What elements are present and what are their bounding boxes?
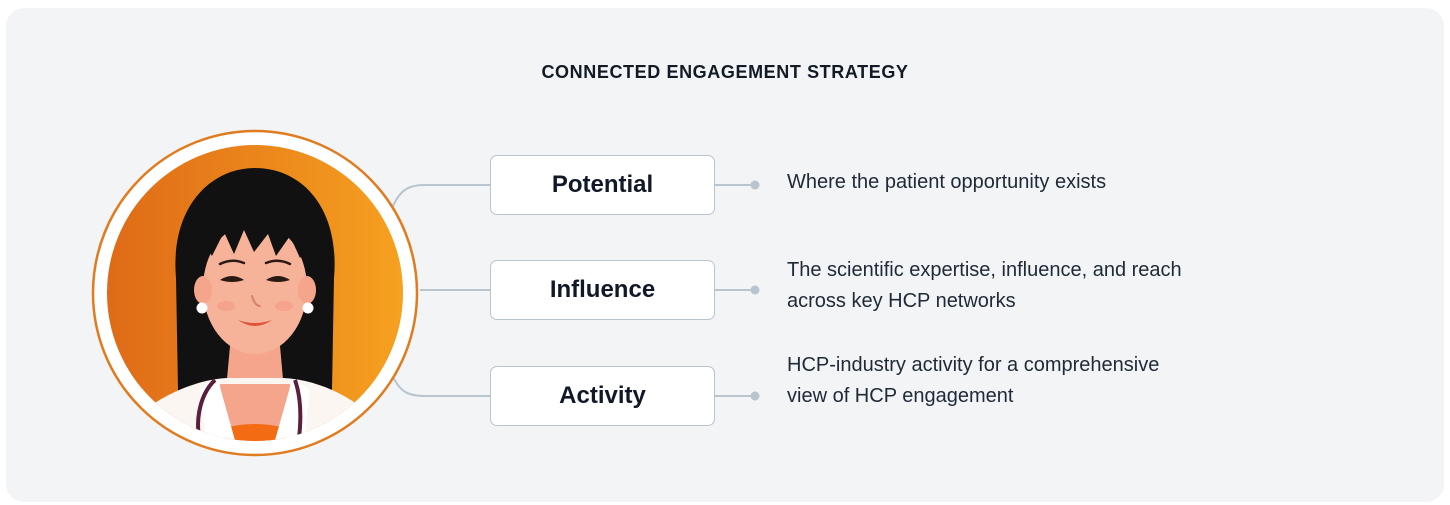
description-line: HCP-industry activity for a comprehensiv… (787, 354, 1160, 376)
connector-potential-in (391, 184, 490, 209)
pill-influence: Influence (490, 260, 715, 320)
description-line: view of HCP engagement (787, 385, 1014, 407)
diagram-title: CONNECTED ENGAGEMENT STRATEGY (541, 62, 909, 82)
pill-label-potential: Potential (551, 171, 654, 198)
connector-activity-in (391, 374, 490, 397)
connector-dot-activity (750, 391, 760, 401)
description-activity: HCP-industry activity for a comprehensiv… (787, 350, 1307, 412)
description-line: The scientific expertise, influence, and… (787, 259, 1182, 281)
connector-dot-influence (750, 285, 760, 295)
doctor-avatar (90, 128, 420, 458)
pill-label-activity: Activity (559, 382, 646, 409)
connector-dot-potential (750, 180, 760, 190)
description-line: Where the patient opportunity exists (787, 171, 1107, 193)
description-influence: The scientific expertise, influence, and… (787, 255, 1307, 317)
pill-potential: Potential (490, 155, 715, 215)
description-line: across key HCP networks (787, 290, 1016, 312)
pill-activity: Activity (490, 366, 715, 426)
doctor-illustration (91, 129, 419, 457)
description-potential: Where the patient opportunity exists (787, 167, 1307, 198)
pill-label-influence: Influence (549, 276, 656, 303)
